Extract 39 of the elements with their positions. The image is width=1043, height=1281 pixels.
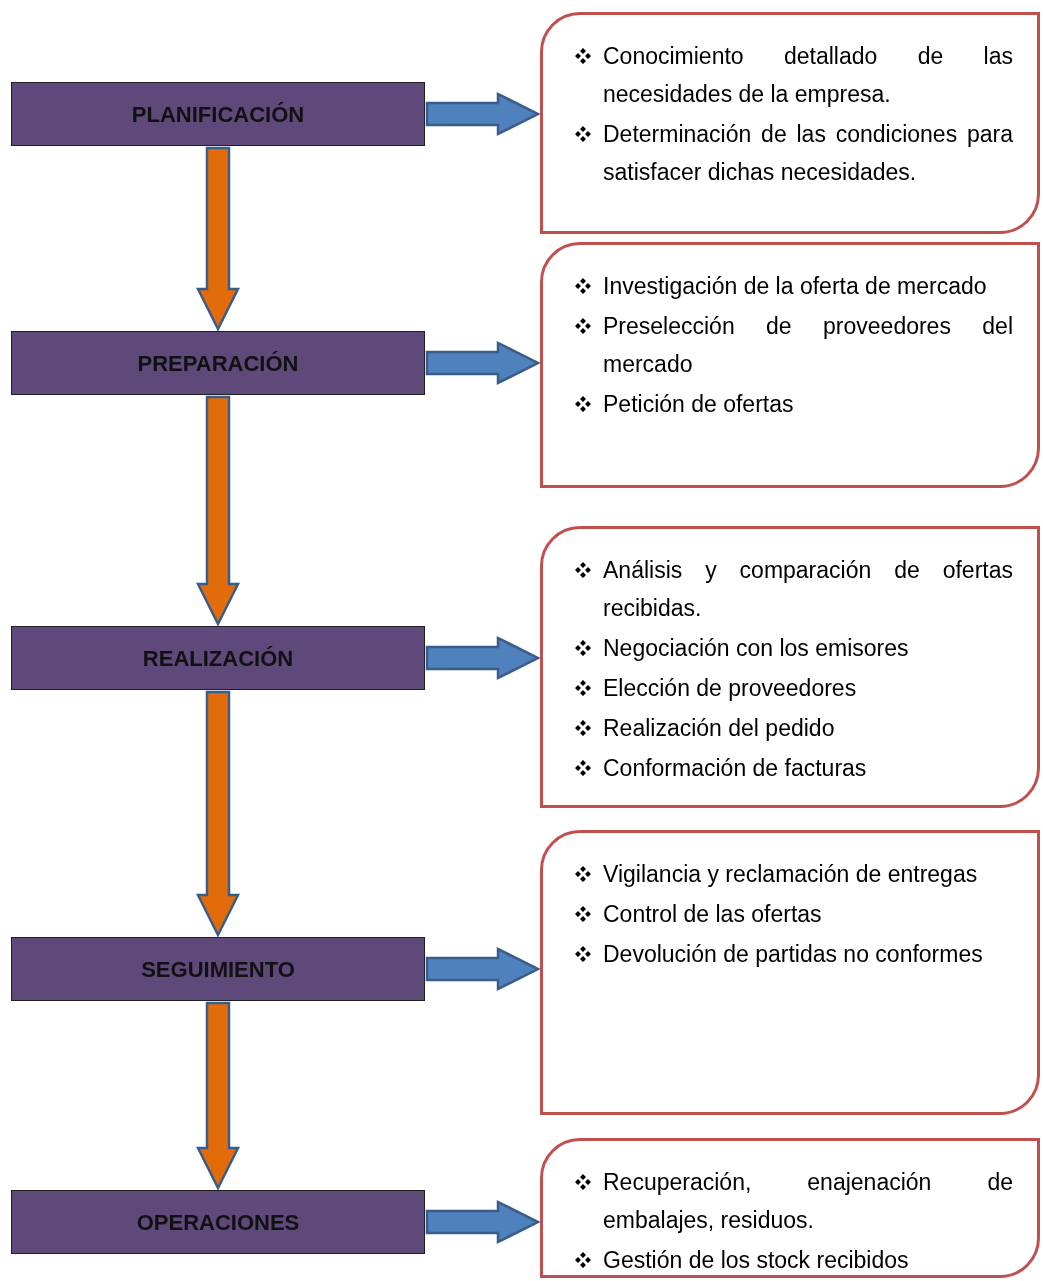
detail-box xyxy=(540,830,1040,1115)
detail-box xyxy=(540,1138,1040,1278)
stage-box xyxy=(11,626,425,690)
bullet-text: Gestión de los stock recibidos xyxy=(603,1246,910,1275)
block-arrow xyxy=(425,340,541,386)
bullet-text: Realización del pedido xyxy=(603,714,836,743)
block-arrow xyxy=(195,395,241,627)
bullet-text: Vigilancia y reclamación de entregas xyxy=(603,860,979,889)
bullet-text: Conformación de facturas xyxy=(603,754,868,783)
block-arrow xyxy=(425,946,541,992)
bullet-text: Investigación de la oferta de mercado xyxy=(603,272,988,301)
stage-box xyxy=(11,331,425,395)
stage-title: PREPARACIÓN xyxy=(137,349,299,378)
bullet-text: Negociación con los emisores xyxy=(603,634,910,663)
block-arrow xyxy=(425,91,541,137)
block-arrow xyxy=(195,1001,241,1191)
stage-box xyxy=(11,937,425,1001)
bullet-text: Petición de ofertas xyxy=(603,390,795,419)
bullet-text: Recuperación, enajenación de embalajes, residuos. xyxy=(603,1168,1013,1235)
bullet-text: Análisis y comparación de ofertas recibidas. xyxy=(603,556,1013,623)
detail-box xyxy=(540,242,1040,488)
bullet-text: Conocimiento detallado de las necesidades de la empresa. xyxy=(603,42,1013,109)
bullet-text: Control de las ofertas xyxy=(603,900,823,929)
detail-box xyxy=(540,12,1040,234)
block-arrow xyxy=(425,1199,541,1245)
stage-title: PLANIFICACIÓN xyxy=(131,100,305,129)
stage-title: REALIZACIÓN xyxy=(142,644,294,673)
detail-box xyxy=(540,526,1040,808)
stage-box xyxy=(11,82,425,146)
bullet-text: Elección de proveedores xyxy=(603,674,858,703)
block-arrow xyxy=(195,690,241,938)
block-arrow xyxy=(425,635,541,681)
stage-title: SEGUIMIENTO xyxy=(141,955,295,984)
bullet-text: Determinación de las condiciones para satisfacer dichas necesidades. xyxy=(603,120,1013,187)
block-arrow xyxy=(195,146,241,332)
stage-title: OPERACIONES xyxy=(136,1208,300,1237)
stage-box xyxy=(11,1190,425,1254)
bullet-text: Preselección de proveedores del mercado xyxy=(603,312,1013,379)
bullet-text: Devolución de partidas no conformes xyxy=(603,940,984,969)
